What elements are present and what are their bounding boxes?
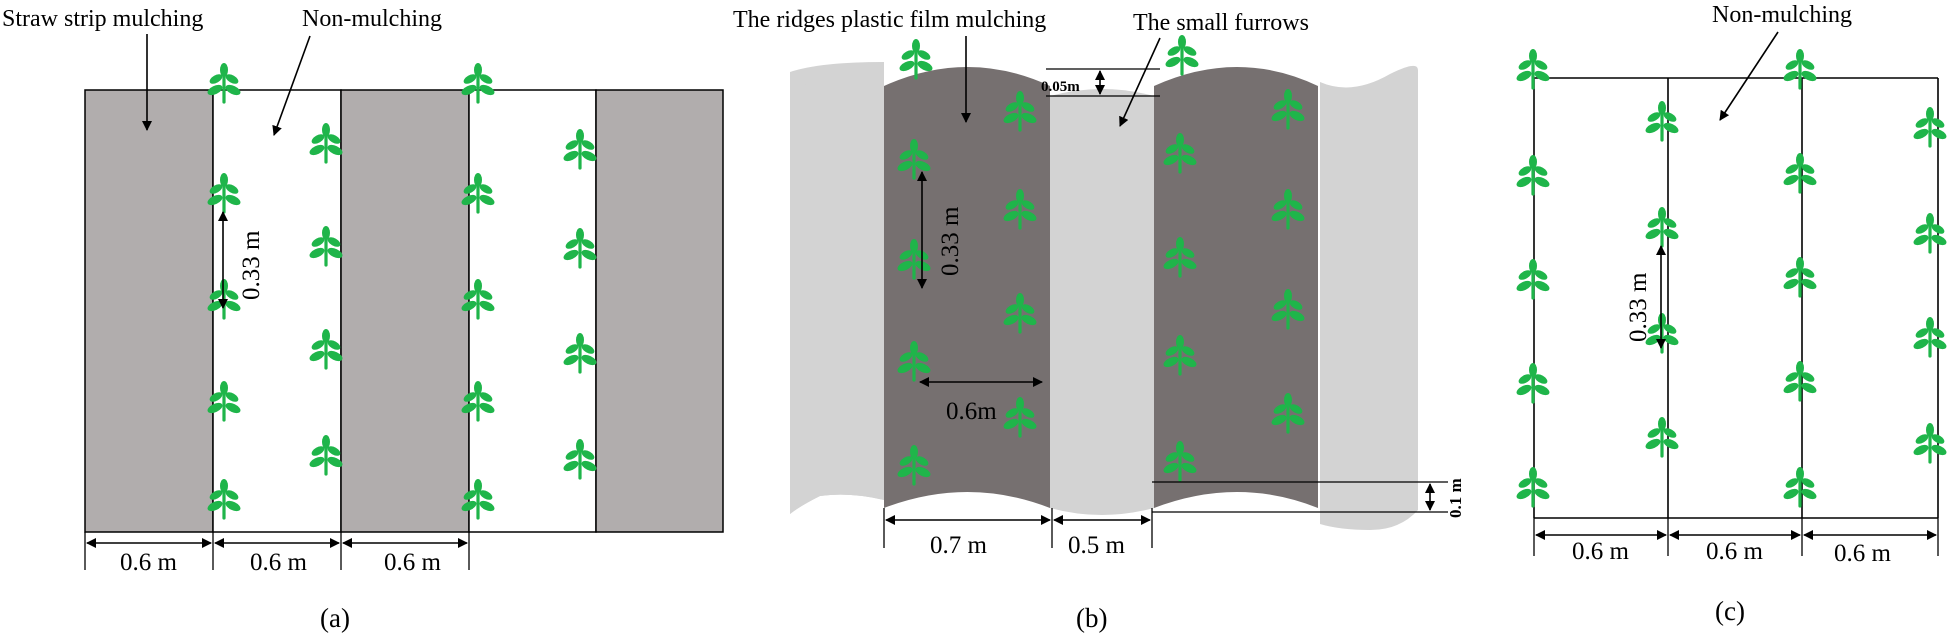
plant	[1642, 415, 1682, 458]
plant	[1780, 47, 1820, 90]
non-mulch-strip-1	[212, 89, 342, 533]
plant	[1780, 359, 1820, 402]
plant	[1910, 105, 1949, 148]
plant	[1780, 151, 1820, 194]
ridge-left	[884, 67, 1050, 508]
width-label-3: 0.6 m	[1834, 540, 1892, 567]
plant	[1910, 211, 1949, 254]
width-label-3: 0.6 m	[384, 549, 442, 576]
straw-strip-2	[340, 89, 470, 533]
plant	[1642, 205, 1682, 248]
plant	[1910, 421, 1949, 464]
plant	[1513, 257, 1553, 300]
ridge-width-label: 0.7 m	[930, 532, 988, 559]
ridge-right	[1154, 67, 1318, 508]
straw-strip-3	[595, 89, 724, 533]
width-label-1: 0.6 m	[1572, 538, 1630, 565]
plant	[1513, 153, 1553, 196]
plant	[1642, 99, 1682, 142]
plant	[1513, 47, 1553, 90]
row-gap-label: 0.6m	[946, 398, 997, 425]
furrows-pointer	[1119, 37, 1161, 127]
non-mulching-label-c: Non-mulching	[1712, 2, 1852, 28]
caption-a: (a)	[320, 603, 350, 633]
width-label-2: 0.6 m	[250, 549, 308, 576]
furrow-middle	[1050, 89, 1154, 515]
caption-c: (c)	[1715, 596, 1745, 626]
plant	[1513, 361, 1553, 404]
panel-a: Straw strip mulching Non-mulching 0.33 m…	[2, 6, 724, 633]
furrow-right	[1320, 65, 1418, 530]
plant	[1910, 315, 1949, 358]
caption-b: (b)	[1076, 603, 1107, 633]
furrows-label: The small furrows	[1133, 10, 1309, 36]
top-height-label: 0.05m	[1041, 79, 1080, 95]
bottom-height-label: 0.1 m	[1446, 478, 1465, 518]
non-mulching-pointer-c	[1719, 31, 1779, 121]
plant-spacing-label: 0.33 m	[1625, 272, 1652, 342]
plant-spacing-label: 0.33 m	[238, 230, 265, 300]
non-mulching-label: Non-mulching	[302, 6, 442, 32]
plant	[1780, 465, 1820, 508]
non-mulching-pointer	[272, 35, 311, 136]
plant-spacing-label: 0.33 m	[937, 206, 964, 276]
straw-strip-1	[84, 89, 214, 533]
furrow-width-label: 0.5 m	[1068, 532, 1126, 559]
straw-strip-label: Straw strip mulching	[2, 6, 203, 32]
furrow-left-back	[790, 72, 884, 514]
panel-c: Non-mulching 0.33 m 0.6 m 0.6 m 0.6 m (c…	[1513, 2, 1949, 626]
plants-c	[1513, 47, 1949, 508]
plant	[1780, 255, 1820, 298]
panel-b: The ridges plastic film mulching The sma…	[733, 7, 1465, 633]
ridges-label: The ridges plastic film mulching	[733, 7, 1046, 33]
width-label-2: 0.6 m	[1706, 538, 1764, 565]
plant	[1162, 33, 1202, 76]
width-label-1: 0.6 m	[120, 549, 178, 576]
plant	[1513, 465, 1553, 508]
